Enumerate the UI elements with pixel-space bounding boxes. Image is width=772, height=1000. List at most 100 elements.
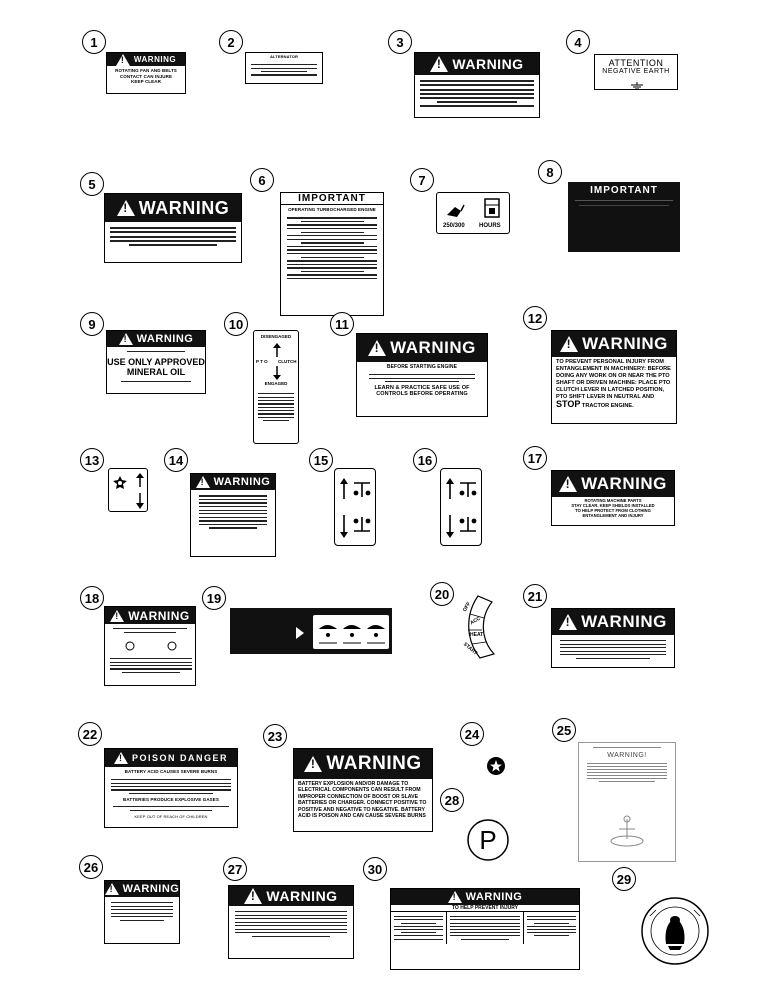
warning-triangle-icon	[304, 756, 323, 772]
warning-word: WARNING	[452, 56, 524, 72]
warning-word: WARNING	[465, 891, 523, 903]
decal-4-negative-earth: ATTENTION NEGATIVE EARTH	[594, 54, 678, 90]
clutch-label: CLUTCH	[278, 359, 297, 364]
callout-14: 14	[164, 448, 188, 472]
poison-danger-title: POISON DANGER	[131, 753, 228, 763]
warning-triangle-icon	[559, 476, 578, 492]
decal-30-prevent-injury: WARNING TO HELP PREVENT INJURY	[390, 888, 580, 970]
decal-subtitle: OPERATING TURBOCHARGED ENGINE	[288, 207, 376, 212]
decal-26-pto-implement: WARNING	[104, 880, 180, 944]
callout-6: 6	[250, 168, 274, 192]
decal-text: NEGATIVE EARTH	[602, 68, 670, 75]
decal-24-star-badge-icon	[487, 757, 505, 775]
callout-27: 27	[223, 857, 247, 881]
warning-triangle-icon	[113, 752, 128, 764]
decal-7-service-hours: 250/300 HOURS	[436, 192, 510, 234]
callout-4: 4	[566, 30, 590, 54]
decal-20-ignition-arc	[468, 595, 496, 659]
decal-15-lift-control	[334, 468, 376, 546]
warning-triangle-icon	[116, 200, 135, 216]
decal-text: MINERAL OIL	[126, 366, 186, 377]
filter-icon	[484, 198, 500, 218]
callout-20: 20	[430, 582, 454, 606]
warning-triangle-icon	[195, 476, 210, 488]
lift-arm-up-icon	[340, 478, 371, 499]
decal-28-park-symbol-icon	[467, 819, 509, 861]
callout-9: 9	[80, 312, 104, 336]
warning-word: WARNING	[581, 474, 667, 493]
warning-word: WARNING	[390, 338, 476, 357]
callout-12: 12	[523, 306, 547, 330]
decal-warning-word: WARNING!	[607, 752, 647, 760]
decal-text: BATTERY EXPLOSION AND/OR DAMAGE TO ELECT…	[298, 781, 427, 820]
decal-2-alternator: ALTERNATOR	[245, 52, 323, 84]
down-arrow-icon	[136, 493, 144, 509]
warning-triangle-icon	[559, 614, 578, 630]
lift-arm-down-icon	[340, 515, 371, 538]
decal-text: KEEP OUT OF REACH OF CHILDREN	[134, 814, 208, 819]
important-word: IMPORTANT	[590, 185, 658, 196]
decal-text: CONTACT CAN INJURE	[119, 73, 173, 79]
decal-subtitle: TO HELP PREVENT INJURY	[391, 905, 579, 912]
decal-1-fan-belt-warning: WARNING ROTATING FAN AND BELTS CONTACT C…	[106, 52, 186, 94]
decal-text: KEEP CLEAR	[131, 79, 161, 84]
decal-text: TO PREVENT PERSONAL INJURY FROM ENTANGLE…	[556, 359, 671, 400]
interval-label: 250/300	[443, 223, 465, 229]
pto-1000-icon	[167, 641, 177, 651]
hydraulic-symbol-icon	[113, 476, 127, 489]
decal-19-range-selector	[230, 608, 392, 654]
down-arrow-icon	[273, 366, 281, 380]
decal-25-gray-warning: WARNING!	[578, 742, 676, 862]
decal-13-hydraulic-lever	[108, 468, 148, 512]
warning-word: WARNING	[138, 197, 230, 218]
decal-11-before-starting: WARNING BEFORE STARTING ENGINE LEARN & P…	[356, 333, 488, 417]
decal-29-round-seal-icon	[641, 897, 709, 965]
park-letter: P	[479, 825, 497, 855]
callout-2: 2	[219, 30, 243, 54]
warning-word: WARNING	[122, 883, 180, 895]
decal-27-battery-gas: WARNING	[228, 885, 354, 959]
decal-text: TO HELP PROTECT FROM CLOTHING	[575, 508, 651, 513]
warning-triangle-icon	[368, 340, 387, 356]
warning-triangle-icon	[110, 609, 125, 622]
up-arrow-icon	[136, 473, 144, 487]
lift-arm-down-icon	[446, 515, 477, 538]
figure-illustration-icon	[610, 815, 644, 847]
earth-symbol-icon	[631, 82, 643, 89]
callout-1: 1	[82, 30, 106, 54]
warning-triangle-icon	[430, 56, 449, 72]
stop-emphasis: STOP	[556, 399, 581, 409]
callout-18: 18	[80, 586, 104, 610]
hours-label: HOURS	[479, 223, 501, 229]
callout-23: 23	[263, 724, 287, 748]
decal-22-poison-danger: POISON DANGER BATTERY ACID CAUSES SEVERE…	[104, 748, 238, 828]
decal-9-mineral-oil: WARNING USE ONLY APPROVED MINERAL OIL	[106, 330, 206, 394]
decal-text: ATTENTION	[608, 58, 664, 68]
callout-11: 11	[330, 312, 354, 336]
callout-7: 7	[410, 168, 434, 192]
decal-8-important-dark: IMPORTANT	[568, 182, 680, 252]
callout-24: 24	[460, 722, 484, 746]
decal-5-warning: WARNING	[104, 193, 242, 263]
warning-triangle-icon	[118, 333, 133, 345]
decal-12-pto-entanglement: WARNING TO PREVENT PERSONAL INJURY FROM …	[551, 330, 677, 424]
decal-23-battery-explosion: WARNING BATTERY EXPLOSION AND/OR DAMAGE …	[293, 748, 433, 832]
decal-text: USE ONLY APPROVED	[107, 356, 205, 367]
decal-14-pto-speed: WARNING	[190, 473, 276, 557]
ignition-heat-label: HEAT	[470, 632, 484, 638]
warning-word: WARNING	[266, 888, 338, 904]
warning-word: WARNING	[213, 476, 271, 488]
decal-text: LEARN & PRACTICE SAFE USE OF	[374, 385, 470, 392]
callout-3: 3	[388, 30, 412, 54]
warning-word: WARNING	[133, 55, 177, 64]
callout-19: 19	[202, 586, 226, 610]
decal-10-pto-clutch: DISENGAGED P T O CLUTCH ENGAGED	[253, 330, 299, 444]
decal-6-important-turbo: IMPORTANT OPERATING TURBOCHARGED ENGINE	[280, 192, 384, 316]
decal-18-pto-speed-select: WARNING	[104, 606, 196, 686]
pto-engaged-label: ENGAGED	[264, 381, 288, 386]
warning-triangle-icon	[244, 888, 263, 904]
warning-triangle-icon	[105, 883, 119, 895]
decal-title: ALTERNATOR	[270, 54, 298, 59]
callout-16: 16	[413, 448, 437, 472]
warning-word: WARNING	[326, 753, 422, 774]
